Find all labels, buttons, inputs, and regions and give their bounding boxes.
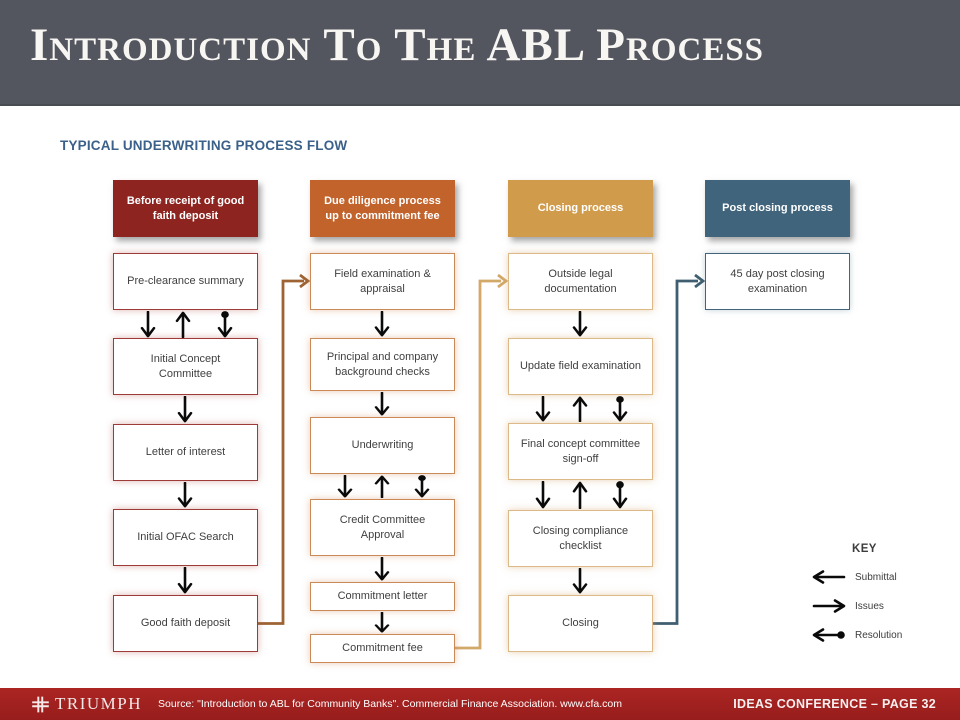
connector-col1-col2-arrowhead: [299, 273, 311, 289]
legend-item-issues: Issues: [812, 599, 960, 613]
column-header-due-diligence: Due diligence process up to commitment f…: [310, 180, 455, 237]
flow-arrow-down-icon: [572, 311, 588, 337]
submittal-arrow-down-icon: [535, 481, 551, 509]
flow-box: Initial OFAC Search: [113, 509, 258, 566]
triumph-logo: TRIUMPH: [30, 694, 142, 715]
slide-title: Introduction To The ABL Process: [30, 19, 765, 71]
connector-col1-col2: [258, 279, 304, 625]
legend-title: KEY: [852, 543, 877, 555]
flow-arrow-down-icon: [374, 612, 390, 633]
arrow-left-icon: [812, 570, 846, 584]
flow-arrow-down-icon: [177, 567, 193, 594]
legend-item-resolution: Resolution: [812, 628, 960, 642]
legend-label: Resolution: [855, 629, 903, 641]
flow-box: 45 day post closing examination: [705, 253, 850, 310]
issues-arrow-up-icon: [572, 396, 588, 422]
flow-box: Outside legal documentation: [508, 253, 653, 310]
source-text: Source: "Introduction to ABL for Communi…: [158, 698, 623, 710]
flow-box: Underwriting: [310, 417, 455, 474]
flow-box: Closing compliance checklist: [508, 510, 653, 567]
flow-box: Field examination & appraisal: [310, 253, 455, 310]
legend-label: Issues: [855, 600, 884, 612]
resolution-arrow-down-icon: [217, 311, 233, 338]
flow-arrow-down-icon: [374, 311, 390, 337]
resolution-arrow-down-icon: [414, 475, 430, 498]
logo-text: TRIUMPH: [55, 694, 143, 713]
issues-arrow-up-icon: [572, 481, 588, 509]
flow-box: Letter of interest: [113, 424, 258, 481]
connector-col2-col3-arrowhead: [497, 273, 509, 289]
section-heading: TYPICAL UNDERWRITING PROCESS FLOW: [60, 138, 348, 153]
page-label: IDEAS CONFERENCE – PAGE 32: [733, 697, 936, 711]
legend: KEY Submittal Issues Resolution: [812, 543, 960, 642]
flow-box: Commitment letter: [310, 582, 455, 611]
flow-box: Principal and company background checks: [310, 338, 455, 391]
arrow-left-dot-icon: [812, 628, 845, 642]
submittal-arrow-down-icon: [140, 311, 156, 338]
column-header-post-closing: Post closing process: [705, 180, 850, 237]
flow-arrow-down-icon: [374, 392, 390, 416]
connector-col3-col4: [653, 279, 698, 625]
submittal-arrow-down-icon: [535, 396, 551, 422]
flow-arrow-down-icon: [572, 568, 588, 594]
connector-col2-col3: [455, 279, 501, 650]
flow-box: Commitment fee: [310, 634, 455, 663]
flow-box: Initial Concept Committee: [113, 338, 258, 395]
flow-box: Final concept committee sign-off: [508, 423, 653, 480]
issues-arrow-up-icon: [374, 475, 390, 498]
flow-arrow-down-icon: [177, 396, 193, 423]
triumph-cross-icon: [32, 696, 49, 712]
column-header-before-deposit: Before receipt of good faith deposit: [113, 180, 258, 237]
issues-arrow-up-icon: [175, 311, 191, 338]
submittal-arrow-down-icon: [337, 475, 353, 498]
resolution-arrow-down-icon: [612, 396, 628, 422]
flow-arrow-down-icon: [177, 482, 193, 508]
connector-col3-col4-arrowhead: [694, 273, 706, 289]
flow-box: Credit Committee Approval: [310, 499, 455, 556]
flow-box: Pre-clearance summary: [113, 253, 258, 310]
column-header-closing: Closing process: [508, 180, 653, 237]
legend-item-submittal: Submittal: [812, 570, 960, 584]
flow-arrow-down-icon: [374, 557, 390, 581]
slide-footer: TRIUMPH Source: "Introduction to ABL for…: [0, 688, 960, 720]
flow-box: Update field examination: [508, 338, 653, 395]
flow-box: Good faith deposit: [113, 595, 258, 652]
arrow-right-icon: [812, 599, 846, 613]
resolution-arrow-down-icon: [612, 481, 628, 509]
legend-label: Submittal: [855, 571, 897, 583]
slide-header: Introduction To The ABL Process: [0, 0, 960, 106]
flow-box: Closing: [508, 595, 653, 652]
